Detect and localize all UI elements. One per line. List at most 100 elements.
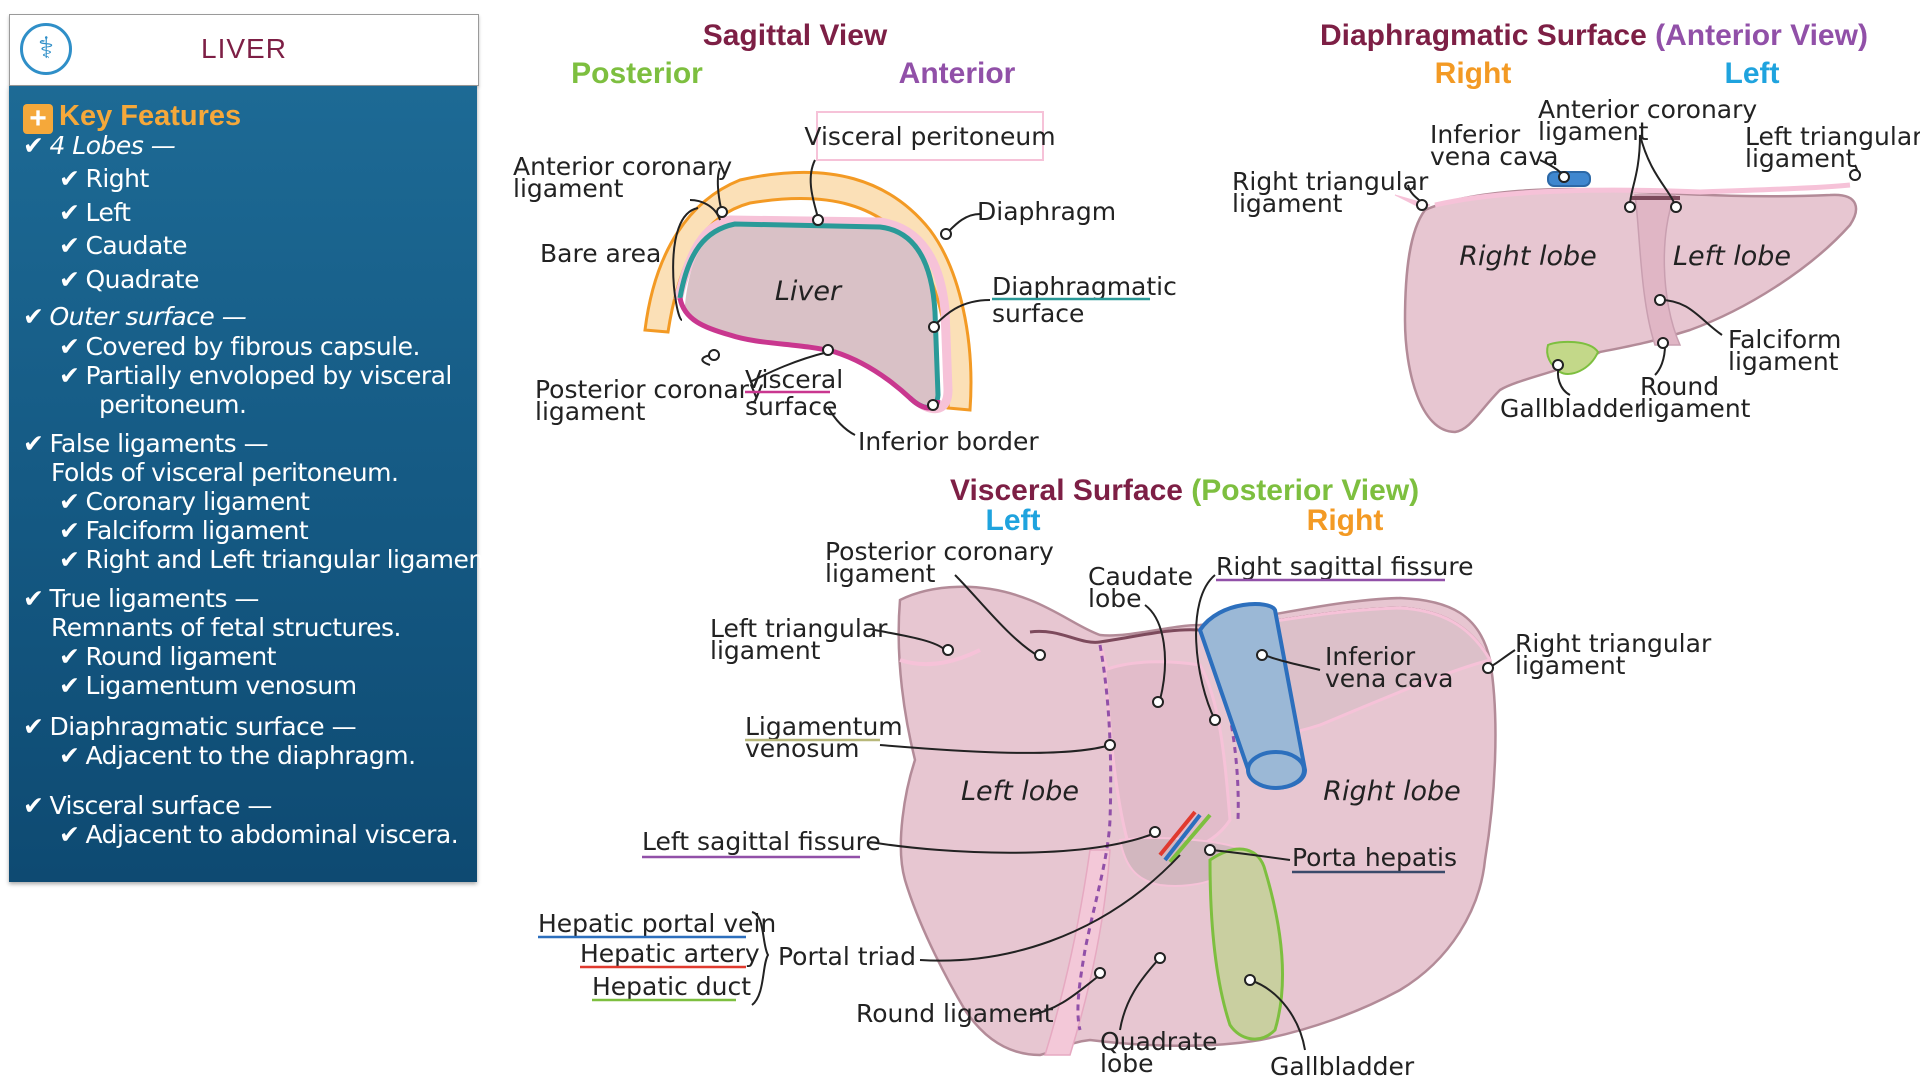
sagittal-posterior: Posterior: [571, 57, 703, 90]
label-caudate-1: Caudate: [1088, 562, 1193, 591]
leader-inferior-border: [827, 406, 856, 436]
pin-diaphragm: [940, 228, 952, 240]
pin-ligamentum-venosum: [1104, 739, 1116, 751]
label-diaphragmatic-2: surface: [992, 299, 1084, 328]
anterior-left-dir: Left: [1725, 57, 1780, 90]
feature-line: ✔Right: [59, 164, 149, 193]
pin-anterior-coronary: [716, 206, 728, 218]
label-posterior-left-tri-2: ligament: [710, 636, 821, 665]
feature-text: Adjacent to the diaphragm.: [85, 741, 416, 770]
pin-left-sagittal: [1149, 826, 1161, 838]
label-visceral-peritoneum: Visceral peritoneum: [804, 122, 1055, 151]
hepatic-duct-vessel: [1168, 813, 1212, 864]
label-falciform-2: ligament: [1728, 347, 1839, 376]
leader-round-ligament: [1029, 974, 1101, 1016]
anterior-view: Diaphragmatic Surface (Anterior View) Ri…: [1232, 19, 1920, 434]
check-icon: ✔: [23, 791, 44, 820]
feature-line: ✔Visceral surface —: [23, 791, 272, 820]
pin-posterior-right-triangular: [1482, 662, 1494, 674]
pin-posterior-coronary: [708, 349, 720, 361]
label-posterior-ivc-2: vena cava: [1325, 664, 1453, 693]
feature-line: ✔Ligamentum venosum: [59, 671, 357, 700]
leader-anterior-coronary-b: [1639, 134, 1676, 206]
check-icon: ✔: [23, 712, 44, 741]
label-right-triangular-1: Right triangular: [1232, 167, 1429, 196]
posterior-left-dir: Left: [986, 504, 1041, 537]
anterior-title-suffix: (Anterior View): [1655, 19, 1868, 52]
label-posterior-right-lobe: Right lobe: [1323, 776, 1460, 807]
posterior-title: Visceral Surface (Posterior View): [950, 474, 1419, 507]
feature-text: Partially envoloped by visceral: [85, 361, 452, 390]
label-posterior-coronary-1: Posterior coronary: [825, 537, 1054, 566]
feature-text: Adjacent to abdominal viscera.: [85, 820, 459, 849]
check-icon: ✔: [23, 131, 44, 160]
leader-visceral-surface: [749, 351, 829, 383]
check-icon: ✔: [59, 332, 80, 361]
leader-posterior-ivc: [1264, 654, 1321, 671]
label-right-triangular-2: ligament: [1232, 189, 1343, 218]
check-icon: ✔: [59, 198, 80, 227]
leader-quadrate: [1119, 959, 1159, 1031]
check-icon: ✔: [59, 361, 80, 390]
pin-anterior-coronary-a: [1624, 201, 1636, 213]
pin-quadrate: [1154, 952, 1166, 964]
feature-line: ✔Covered by fibrous capsule.: [59, 332, 420, 361]
label-left-sagittal: Left sagittal fissure: [642, 827, 881, 856]
left-sagittal-fissure-line: [1076, 644, 1113, 1031]
check-icon: ✔: [59, 671, 80, 700]
label-left-triangular-1: Left triangular: [1745, 122, 1920, 151]
label-anterior-gallbladder: Gallbladder: [1500, 394, 1645, 423]
label-quadrate-1: Quadrate: [1100, 1027, 1218, 1056]
label-liver: Liver: [775, 276, 843, 307]
check-icon: ✔: [23, 584, 44, 613]
pin-anterior-coronary-b: [1670, 201, 1682, 213]
check-icon: ✔: [59, 231, 80, 260]
label-posterior-ivc-1: Inferior: [1325, 642, 1416, 671]
label-posterior-coronary-1: Posterior coronary: [535, 375, 764, 404]
feature-text: 4 Lobes —: [49, 131, 176, 160]
feature-line: ✔Quadrate: [59, 265, 199, 294]
anterior-right-dir: Right: [1435, 57, 1512, 90]
pin-round-ligament: [1094, 967, 1106, 979]
label-anterior-coronary-2: ligament: [1538, 117, 1649, 146]
pin-posterior-ivc: [1256, 649, 1268, 661]
label-anterior-ivc-2: vena cava: [1430, 142, 1558, 171]
label-anterior-coronary-1: Anterior coronary: [1538, 95, 1757, 124]
label-posterior-right-tri-2: ligament: [1515, 651, 1626, 680]
check-icon: ✔: [59, 741, 80, 770]
label-anterior-round-1: Round: [1640, 372, 1719, 401]
leader-round: [1654, 344, 1666, 376]
anterior-title: Diaphragmatic Surface (Anterior View): [1320, 19, 1868, 52]
leader-falciform: [1659, 299, 1723, 336]
label-anterior-round-2: ligament: [1640, 394, 1751, 423]
hepatic-artery-vessel: [1158, 810, 1197, 857]
caduceus-icon: ⚕: [20, 23, 72, 75]
feature-text: Falciform ligament: [85, 516, 309, 545]
check-icon: ✔: [59, 487, 80, 516]
feature-line: peritoneum.: [99, 390, 247, 419]
pin-inferior-border: [927, 399, 939, 411]
pin-anterior-gallbladder: [1552, 359, 1564, 371]
posterior-title-main: Visceral Surface: [950, 474, 1183, 507]
pin-caudate: [1152, 696, 1164, 708]
leader-posterior-left-triangular: [874, 629, 946, 651]
label-posterior-coronary-2: ligament: [535, 397, 646, 426]
sagittal-liver: [684, 225, 938, 408]
label-anterior-coronary-2: ligament: [513, 174, 624, 203]
pin-posterior-coronary: [1034, 649, 1046, 661]
feature-text: Round ligament: [85, 642, 276, 671]
feature-text: Left: [85, 198, 131, 227]
label-porta-hepatis: Porta hepatis: [1292, 843, 1457, 872]
pin-right-sagittal: [1209, 714, 1221, 726]
feature-line: ✔Caudate: [59, 231, 187, 260]
caudate-region: [1103, 660, 1232, 856]
feature-text: Diaphragmatic surface —: [49, 712, 357, 741]
check-icon: ✔: [59, 545, 80, 574]
label-posterior-right-tri-1: Right triangular: [1515, 629, 1712, 658]
feature-text: Right and Left triangular ligaments: [85, 545, 506, 574]
leader-diaphragm: [947, 213, 981, 233]
label-anterior-right-lobe: Right lobe: [1459, 241, 1596, 272]
hepatic-portal-vein-vessel: [1163, 813, 1202, 862]
